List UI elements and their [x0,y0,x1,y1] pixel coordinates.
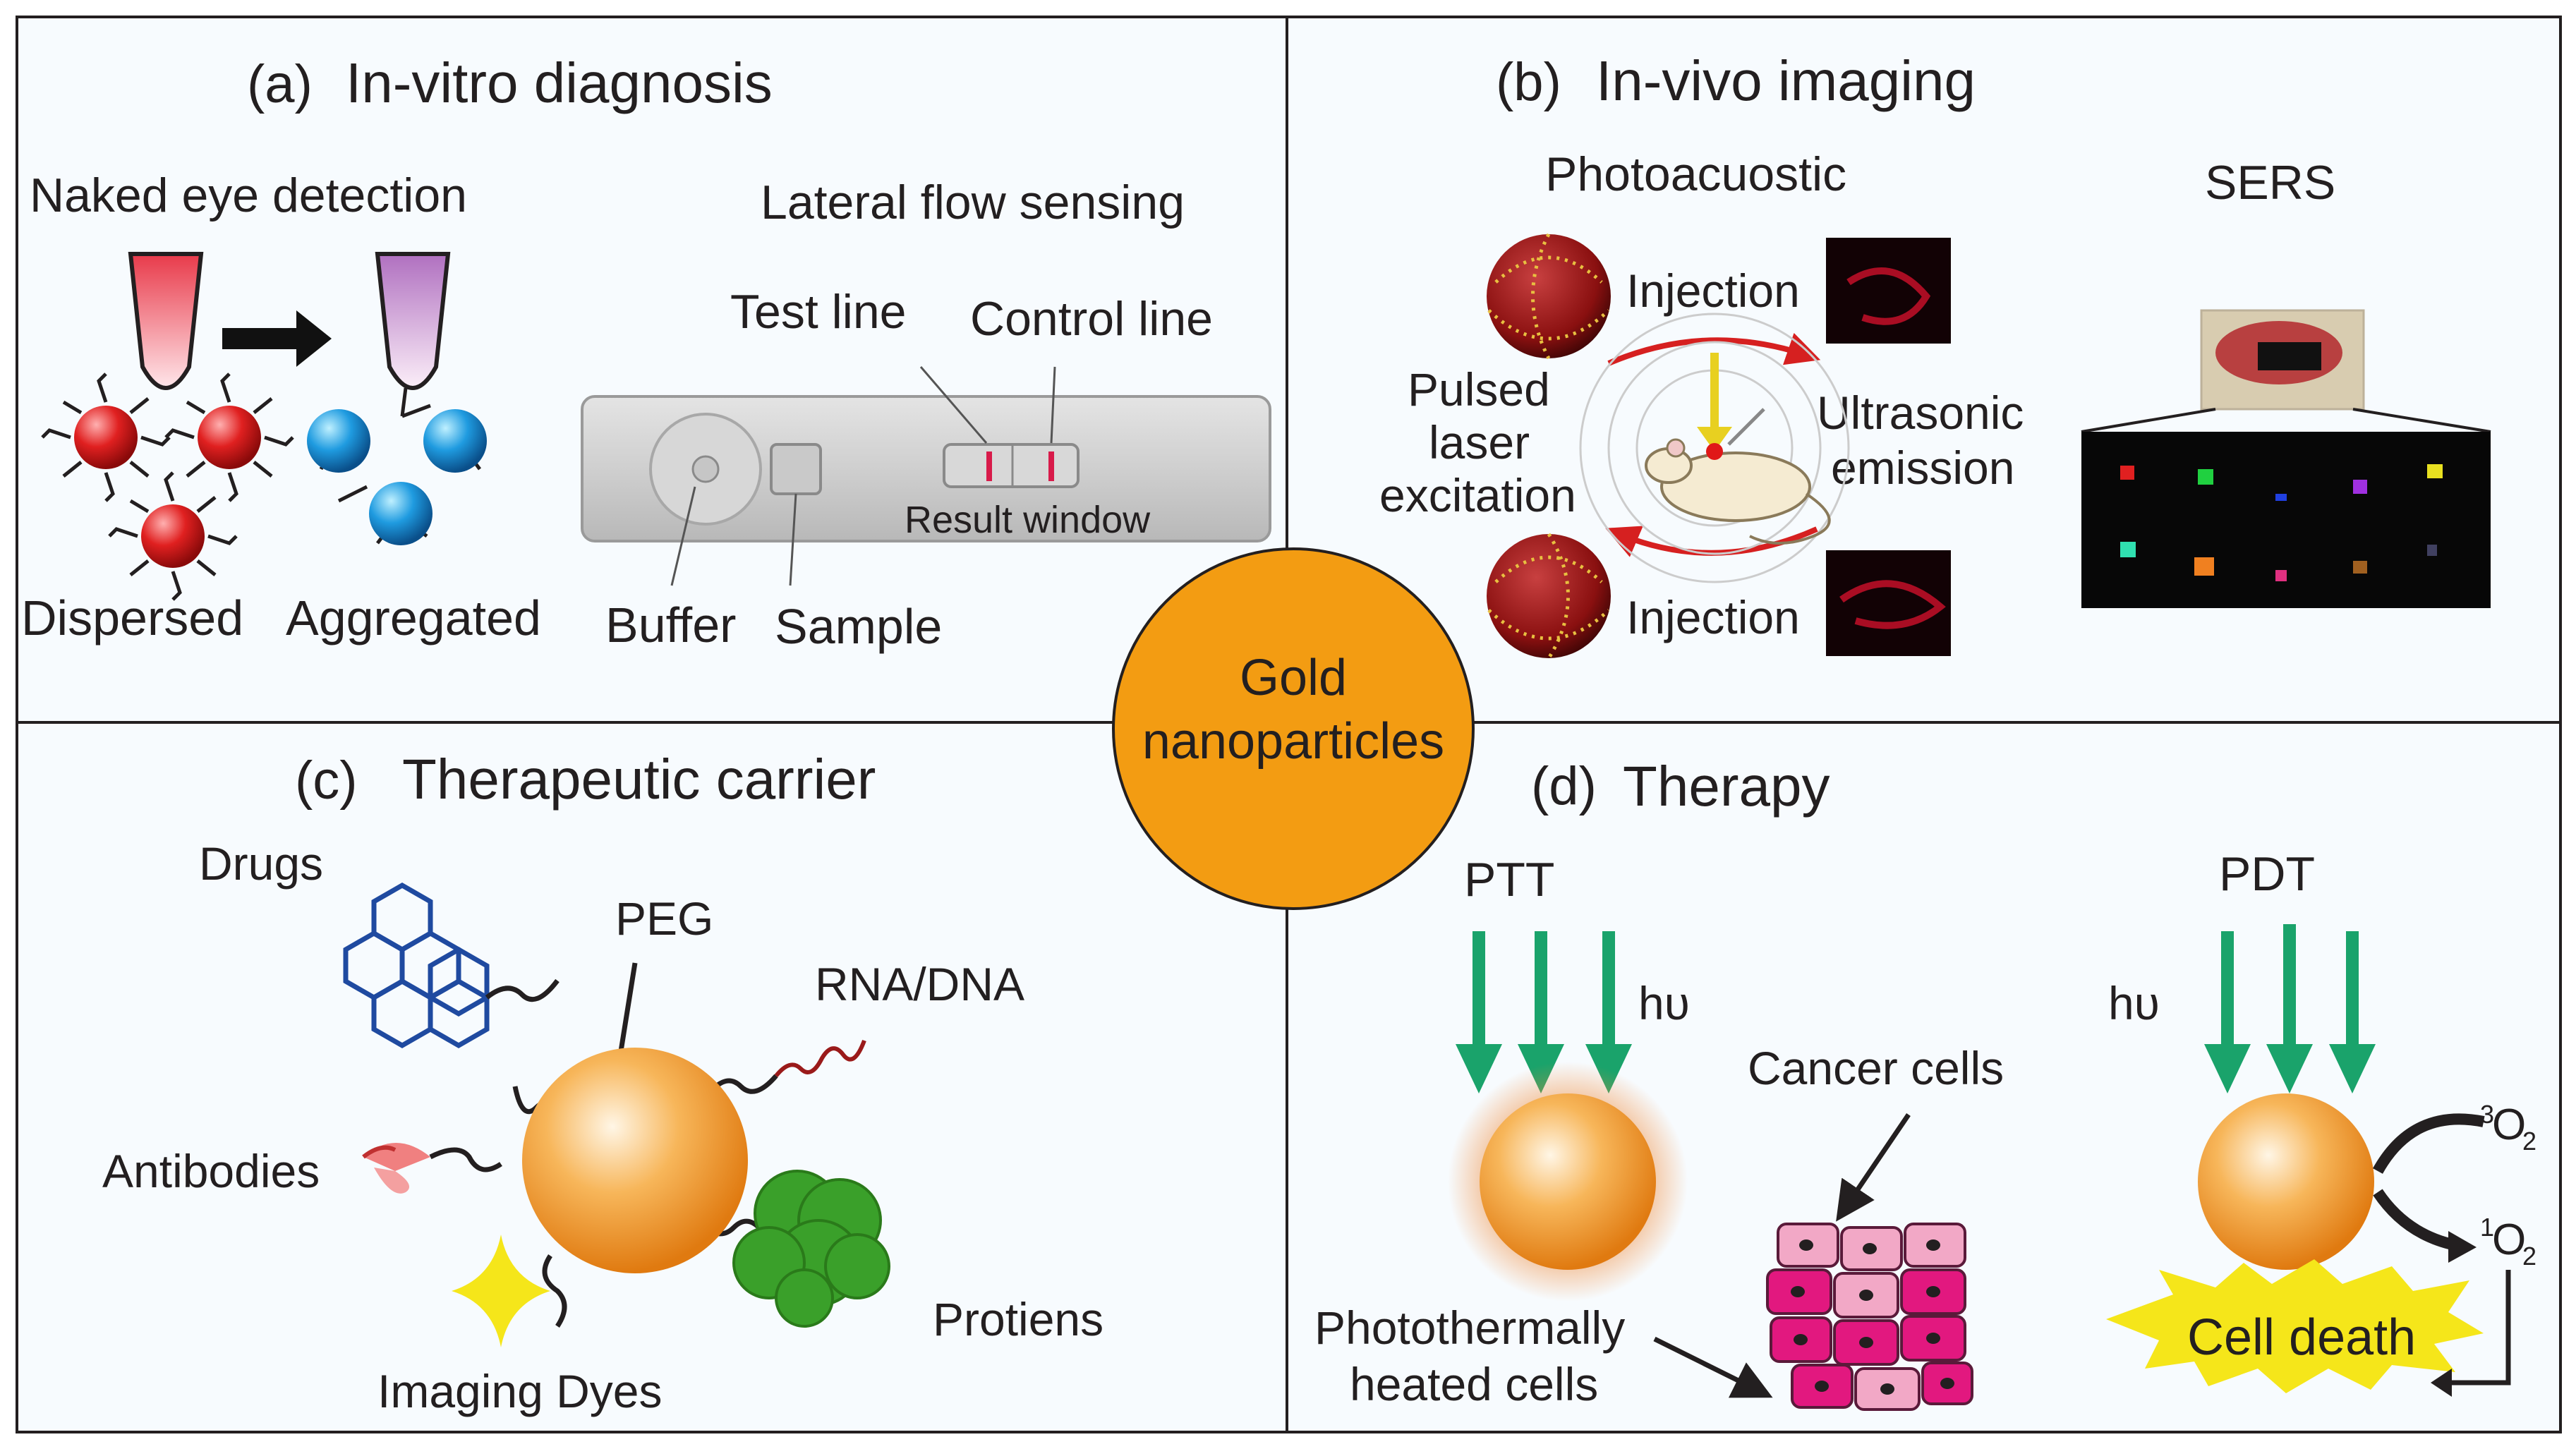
cancer-cells-label: Cancer cells [1748,1042,2004,1094]
panel-b-label: (b) [1496,52,1561,112]
ptt-label: PTT [1464,853,1554,907]
pulsed-label-2: laser [1429,416,1530,468]
mouse-icon [1645,408,1831,545]
panel-c-label: (c) [295,751,358,811]
center-title-line2: nanoparticles [1142,713,1444,770]
tube-red [128,252,204,390]
tube-purple [375,252,451,390]
injection-bottom-label: Injection [1626,591,1800,643]
panel-b: (b) In-vivo imaging Photoacuostic SERS I… [1379,49,2491,660]
rna-strand-icon [774,1039,866,1077]
antibody-icon [362,1143,430,1194]
nanosphere-bottom-icon [1487,533,1611,660]
ptt-gold-nanoparticle [1480,1093,1656,1270]
pulsed-label-3: excitation [1379,469,1576,521]
panel-d-label: (d) [1531,756,1597,816]
panel-a: (a) In-vitro diagnosis Naked eye detecti… [21,51,1271,654]
panel-a-label: (a) [247,54,313,114]
panel-c-title: Therapeutic carrier [402,748,876,811]
o2-triplet: O [2492,1101,2526,1149]
light-arrows-ptt [1456,931,1632,1093]
o2-singlet: O [2492,1215,2526,1264]
carrier-gold-nanoparticle [522,1048,748,1273]
sample-well [770,443,822,495]
dispersed-particles [41,372,294,601]
center-title-line1: Gold [1240,650,1347,706]
o2-singlet-sup: 1 [2480,1213,2494,1242]
photoacoustic-image-top [1826,238,1951,344]
gold-nanoparticle-center [1112,547,1475,910]
result-window-label: Result window [905,499,1151,541]
pdt-label: PDT [2219,847,2315,901]
o2-triplet-sub: 2 [2522,1127,2536,1156]
hv-left-label: hυ [1638,977,1690,1029]
test-line-label: Test line [730,285,906,339]
panel-d: (d) Therapy PTT PDT hυ hυ Cancer cells [1314,755,2536,1411]
dispersed-label: Dispersed [21,590,243,645]
sers-label: SERS [2205,156,2335,210]
panel-c: (c) Therapeutic carrier Drugs PEG RNA/DN… [102,748,1103,1417]
o2-singlet-sub: 2 [2522,1242,2536,1271]
naked-eye-label: Naked eye detection [30,169,467,222]
light-arrows-pdt [2204,924,2376,1093]
ultrasonic-label-1: Ultrasonic [1817,387,2024,439]
lateral-flow-label: Lateral flow sensing [761,176,1185,229]
injection-top-label: Injection [1626,265,1800,317]
panel-b-title: In-vivo imaging [1596,49,1976,112]
aggregated-particles [307,387,487,545]
imaging-dye-star-icon [452,1235,550,1347]
cell-death-label: Cell death [2187,1309,2416,1366]
pdt-gold-nanoparticle [2198,1093,2374,1270]
hv-right-label: hυ [2108,977,2160,1029]
cell-death-burst [2106,1259,2484,1393]
rna-label: RNA/DNA [815,958,1024,1010]
cancer-cells-cluster [1766,1223,1973,1411]
ultrasonic-label-2: emission [1831,442,2014,494]
drugs-label: Drugs [199,837,323,890]
buffer-label: Buffer [605,598,737,653]
nanosphere-top-icon [1487,233,1611,360]
dyes-label: Imaging Dyes [377,1365,663,1417]
transition-arrow-icon [222,310,332,367]
o2-triplet-sup: 3 [2480,1100,2494,1129]
peg-label: PEG [615,892,713,945]
aggregated-label: Aggregated [286,590,541,645]
photoacoustic-image-bottom [1826,550,1951,656]
photothermal-label-1: Photothermally [1314,1302,1625,1354]
control-line-label: Control line [970,292,1213,346]
protein-blob-icon [732,1170,890,1328]
photothermal-label-2: heated cells [1350,1358,1598,1410]
proteins-label: Protiens [933,1293,1103,1345]
sers-spots [2120,464,2443,581]
panel-d-title: Therapy [1623,755,1830,818]
sample-label: Sample [775,599,942,654]
result-window [943,443,1080,488]
sers-map-image [2081,432,2491,608]
center-badge: Gold nanoparticles [1112,547,1475,910]
antibodies-label: Antibodies [102,1145,320,1197]
photoacoustic-label: Photoacuostic [1545,147,1846,201]
panel-a-title: In-vitro diagnosis [346,51,773,114]
pulsed-label-1: Pulsed [1408,363,1550,416]
lateral-flow-strip [581,395,1271,542]
